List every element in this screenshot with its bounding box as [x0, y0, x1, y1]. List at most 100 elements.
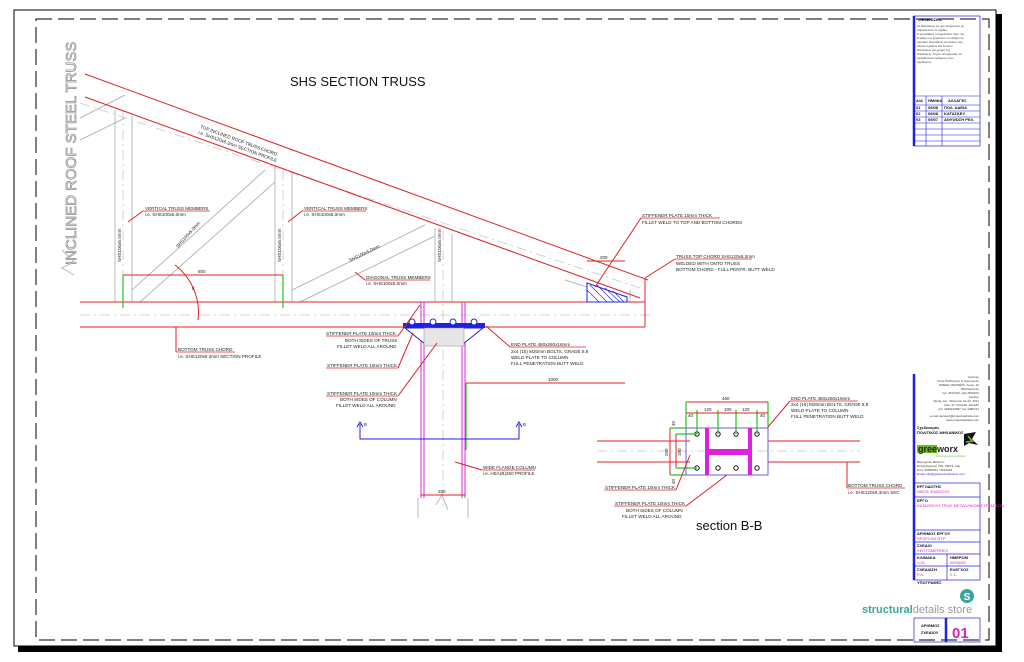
drawing-title: SHS SECTION TRUSS — [290, 74, 426, 89]
field-label: ΑΡΙΘΜΟΣ ΕΡΓΟΥ — [917, 531, 950, 536]
brand-s-icon — [960, 589, 974, 603]
svg-text:08/08: 08/08 — [928, 111, 939, 116]
label-stiffener-top: STIFFENER PLATE 10mm THICK FILLET WELD T… — [594, 213, 742, 288]
svg-text:ΠΟΛΙΤΙΚΟΣ ΜΗΧΑΝΙΚΟΣ: ΠΟΛΙΤΙΚΟΣ ΜΗΧΑΝΙΚΟΣ — [917, 430, 964, 435]
svg-text:END PLATE 460x260x16mm: END PLATE 460x260x16mm — [511, 342, 570, 347]
svg-text:FULL PENETRATION BUTT WELD: FULL PENETRATION BUTT WELD — [791, 414, 864, 419]
svg-text:STIFFENER PLATE 10mm THICK: STIFFENER PLATE 10mm THICK — [327, 391, 398, 396]
svg-text:Ρ.Δ.: Ρ.Δ. — [917, 572, 924, 577]
svg-text:σχεδιαστή.: σχεδιαστή. — [917, 60, 932, 64]
svg-text:τηλ. 2490212587, fax 2480721: τηλ. 2490212587, fax 2480721 — [938, 407, 979, 411]
notes-text: Οι διαστάσεις να μην μετρούνται μεκλίμακ… — [917, 24, 964, 64]
label-truss-top-chord: TRUSS TOP CHORD SHS120x6.3mm WELDED WITH… — [644, 254, 775, 279]
side-title: INCLINED ROOF STEEL TRUSS — [63, 42, 80, 265]
svg-text:01: 01 — [916, 105, 921, 110]
svg-text:05/06/08: 05/06/08 — [950, 560, 966, 565]
svg-text:σχετικές διαστάσεις και αλλων: σχετικές διαστάσεις και αλλων των — [917, 40, 963, 44]
svg-text:Οικοδομής. Τυχόν ασυμφωνίες να: Οικοδομής. Τυχόν ασυμφωνίες να — [917, 52, 962, 56]
label-bb-bottom-chord: BOTTOM TRUSS CHORD i.e. SHS120x6.3mm SEC — [846, 462, 905, 495]
svg-text:www.projectwebsite.com: www.projectwebsite.com — [946, 418, 979, 422]
svg-text:e-mail: aproject@projectwebsit: e-mail: aproject@projectwebsite.com — [930, 414, 980, 418]
svg-text:BOTH SIDES OF COLUMN: BOTH SIDES OF COLUMN — [626, 508, 683, 513]
svg-text:05/08: 05/08 — [928, 105, 939, 110]
svg-text:Α/Α: Α/Α — [916, 98, 923, 103]
label-bottom-chord: BOTTOM TRUSS CHORD i.e. SHS120x6.3mm SEC… — [175, 327, 261, 359]
sheet-border — [13, 9, 997, 647]
dimension-column-width: 250 — [438, 489, 446, 494]
svg-text:BOTTOM TRUSS CHORD: BOTTOM TRUSS CHORD — [178, 347, 233, 352]
member-tag: SHS100x5.0mm — [117, 228, 122, 262]
svg-text:Σχεδιασμός: Σχεδιασμός — [917, 425, 939, 430]
svg-text:03: 03 — [916, 117, 921, 122]
svg-text:ΝΙΚΟΣ ΦΑΝΟΣΗΣ: ΝΙΚΟΣ ΦΑΝΟΣΗΣ — [917, 489, 950, 494]
svg-text:i.e. SHS100x5.0mm: i.e. SHS100x5.0mm — [304, 212, 345, 217]
dimension-angle: 8 — [192, 286, 195, 291]
svg-text:Σ.Σ.: Σ.Σ. — [950, 572, 957, 577]
svg-text:02: 02 — [916, 111, 921, 116]
svg-text:ΥΠΟΓΡΑΦΕΣ: ΥΠΟΓΡΑΦΕΣ — [917, 580, 942, 585]
section-cut-line: B B — [356, 421, 526, 440]
svg-text:ΠΟΛ. ΑΔΕΙΑ: ΠΟΛ. ΑΔΕΙΑ — [944, 105, 967, 110]
svg-text:FILLET WELD TO TOP AND BOTTOM: FILLET WELD TO TOP AND BOTTOM CHORDS — [642, 220, 742, 225]
dimension-plate-width: 460 — [722, 396, 730, 401]
svg-text:3000 Αγιασός: 3000 Αγιασός — [961, 387, 980, 391]
svg-text:Επαγγελματική 70Α, 49673, Λαμ: Επαγγελματική 70Α, 49673, Λαμ — [917, 464, 961, 468]
stiffener-plate — [586, 282, 628, 303]
svg-text:FULL PENETRATION BUTT WELD: FULL PENETRATION BUTT WELD — [511, 361, 584, 366]
svg-text:SPSP2-B3-RTP: SPSP2-B3-RTP — [917, 536, 946, 541]
svg-text:FILLET WELD ALL AROUND: FILLET WELD ALL AROUND — [622, 514, 682, 519]
bolt-spacing-dims: 40 120 100 120 40 — [688, 407, 766, 418]
dimension-column-offset: 1000 — [548, 377, 559, 382]
label-stiff-plain: STIFFENER PLATE 10mm THICK — [326, 332, 414, 369]
member-tag: SHS100x5.0mm — [277, 228, 282, 262]
hatch — [586, 284, 625, 303]
svg-text:VERTICAL TRUSS MEMBERS: VERTICAL TRUSS MEMBERS — [304, 206, 367, 211]
svg-text:WELDED WITH ONTO TRUSS: WELDED WITH ONTO TRUSS — [676, 261, 740, 266]
svg-text:BOTTOM CHORD - FULL PENTR. BUT: BOTTOM CHORD - FULL PENTR. BUTT WELD — [676, 267, 775, 272]
svg-text:αναφέρονται εγκαίρως στον: αναφέρονται εγκαίρως στον — [917, 56, 954, 60]
title-block: ΣΗΜΕΙΩΣΕΙΣ Οι διαστάσεις να μην μετρούντ… — [862, 15, 1004, 643]
svg-text:TRUSS TOP CHORD SHS120x6.3mm: TRUSS TOP CHORD SHS120x6.3mm — [676, 254, 755, 259]
svg-text:BOTH SIDES OF COLUMN: BOTH SIDES OF COLUMN — [340, 397, 397, 402]
label-vertical-2: VERTICAL TRUSS MEMBERS i.e. SHS100x5.0mm — [287, 206, 367, 223]
dashed-frame — [35, 18, 990, 641]
label-vertical-1: VERTICAL TRUSS MEMBERS i.e. SHS100x5.0mm — [127, 206, 210, 223]
svg-text:ΚΑΤΑΣΚΕΥΗ ΤΡΙΑΣ ΜΕΤΑΛΛΙΚΩΝ ΣΤΕ: ΚΑΤΑΣΚΕΥΗ ΤΡΙΑΣ ΜΕΤΑΛΛΙΚΩΝ ΣΤΕΓΑΣΕΩΝ — [917, 503, 1004, 508]
svg-text:i.e. SHS120x6.3mm SEC: i.e. SHS120x6.3mm SEC — [848, 490, 900, 495]
svg-text:BOTTOM TRUSS CHORD: BOTTOM TRUSS CHORD — [848, 483, 903, 488]
svg-text:Γιατρί Παθόλογος & Χειρουργός: Γιατρί Παθόλογος & Χειρουργός — [937, 379, 980, 383]
field-label: ΣΧΕΔΙΟ — [917, 543, 932, 548]
svg-text:structuraldetails store: structuraldetails store — [862, 604, 972, 616]
svg-text:Λέσβος: Λέσβος — [969, 395, 980, 399]
sheet-label: ΣΧΕΔΙΟΥ — [921, 630, 939, 635]
svg-text:τηλ. 2571010, φαξ 2510672: τηλ. 2571010, φαξ 2510672 — [942, 391, 979, 395]
svg-text:STIFFENER PLATE 10mm THICK: STIFFENER PLATE 10mm THICK — [327, 363, 398, 368]
svg-text:DIAGONAL TRUSS MEMBERS: DIAGONAL TRUSS MEMBERS — [366, 275, 431, 280]
svg-text:FILLET WELD ALL AROUND: FILLET WELD ALL AROUND — [336, 403, 396, 408]
angle-arc — [174, 264, 199, 321]
svg-text:40: 40 — [688, 413, 694, 418]
svg-text:END PLATE 460x260x16mm: END PLATE 460x260x16mm — [791, 396, 850, 401]
svg-text:GREEK CENTERS, Λεωφ. 22: GREEK CENTERS, Λεωφ. 22 — [939, 383, 979, 387]
svg-text:180: 180 — [677, 448, 682, 456]
svg-text:WELD PLATE TO COLUMN: WELD PLATE TO COLUMN — [791, 408, 848, 413]
svg-text:STIFFENER PLATE 10mm THICK: STIFFENER PLATE 10mm THICK — [326, 331, 397, 336]
svg-text:i.e. HEA(B)260 PROFILE: i.e. HEA(B)260 PROFILE — [483, 471, 535, 476]
svg-text:STIFFENER PLATE 10mm THICK: STIFFENER PLATE 10mm THICK — [642, 213, 713, 218]
svg-text:VERTICAL TRUSS MEMBERS: VERTICAL TRUSS MEMBERS — [145, 206, 208, 211]
svg-text:2x4 (16) M20mm BOLTS, GRADE 8.: 2x4 (16) M20mm BOLTS, GRADE 8.8 — [511, 349, 589, 354]
svg-text:100: 100 — [724, 407, 732, 412]
brand-logo: S structuraldetails store — [862, 589, 974, 616]
truss-members — [79, 94, 650, 510]
svg-text:ΗΜ/ΝΙΑ: ΗΜ/ΝΙΑ — [928, 98, 942, 103]
dimension-plate-height: 260 — [664, 448, 669, 456]
field-label: ΕΡΓΟΔΟΤΗΣ — [917, 484, 942, 489]
label-bb-stiff-2: STIFFENER PLATE 10mm THICK BOTH SIDES OF… — [614, 474, 728, 519]
svg-text:Θεσ. 47, Χαλκίδα, Ελλάδα: Θεσ. 47, Χαλκίδα, Ελλάδα — [944, 403, 979, 407]
field-label: ΕΡΓΟ — [917, 498, 928, 503]
member-tag: SHS100x5.0mm — [348, 244, 380, 263]
svg-text:ΑΝΥΨΩΣΗ ΡΕΛ.: ΑΝΥΨΩΣΗ ΡΕΛ. — [944, 117, 974, 122]
